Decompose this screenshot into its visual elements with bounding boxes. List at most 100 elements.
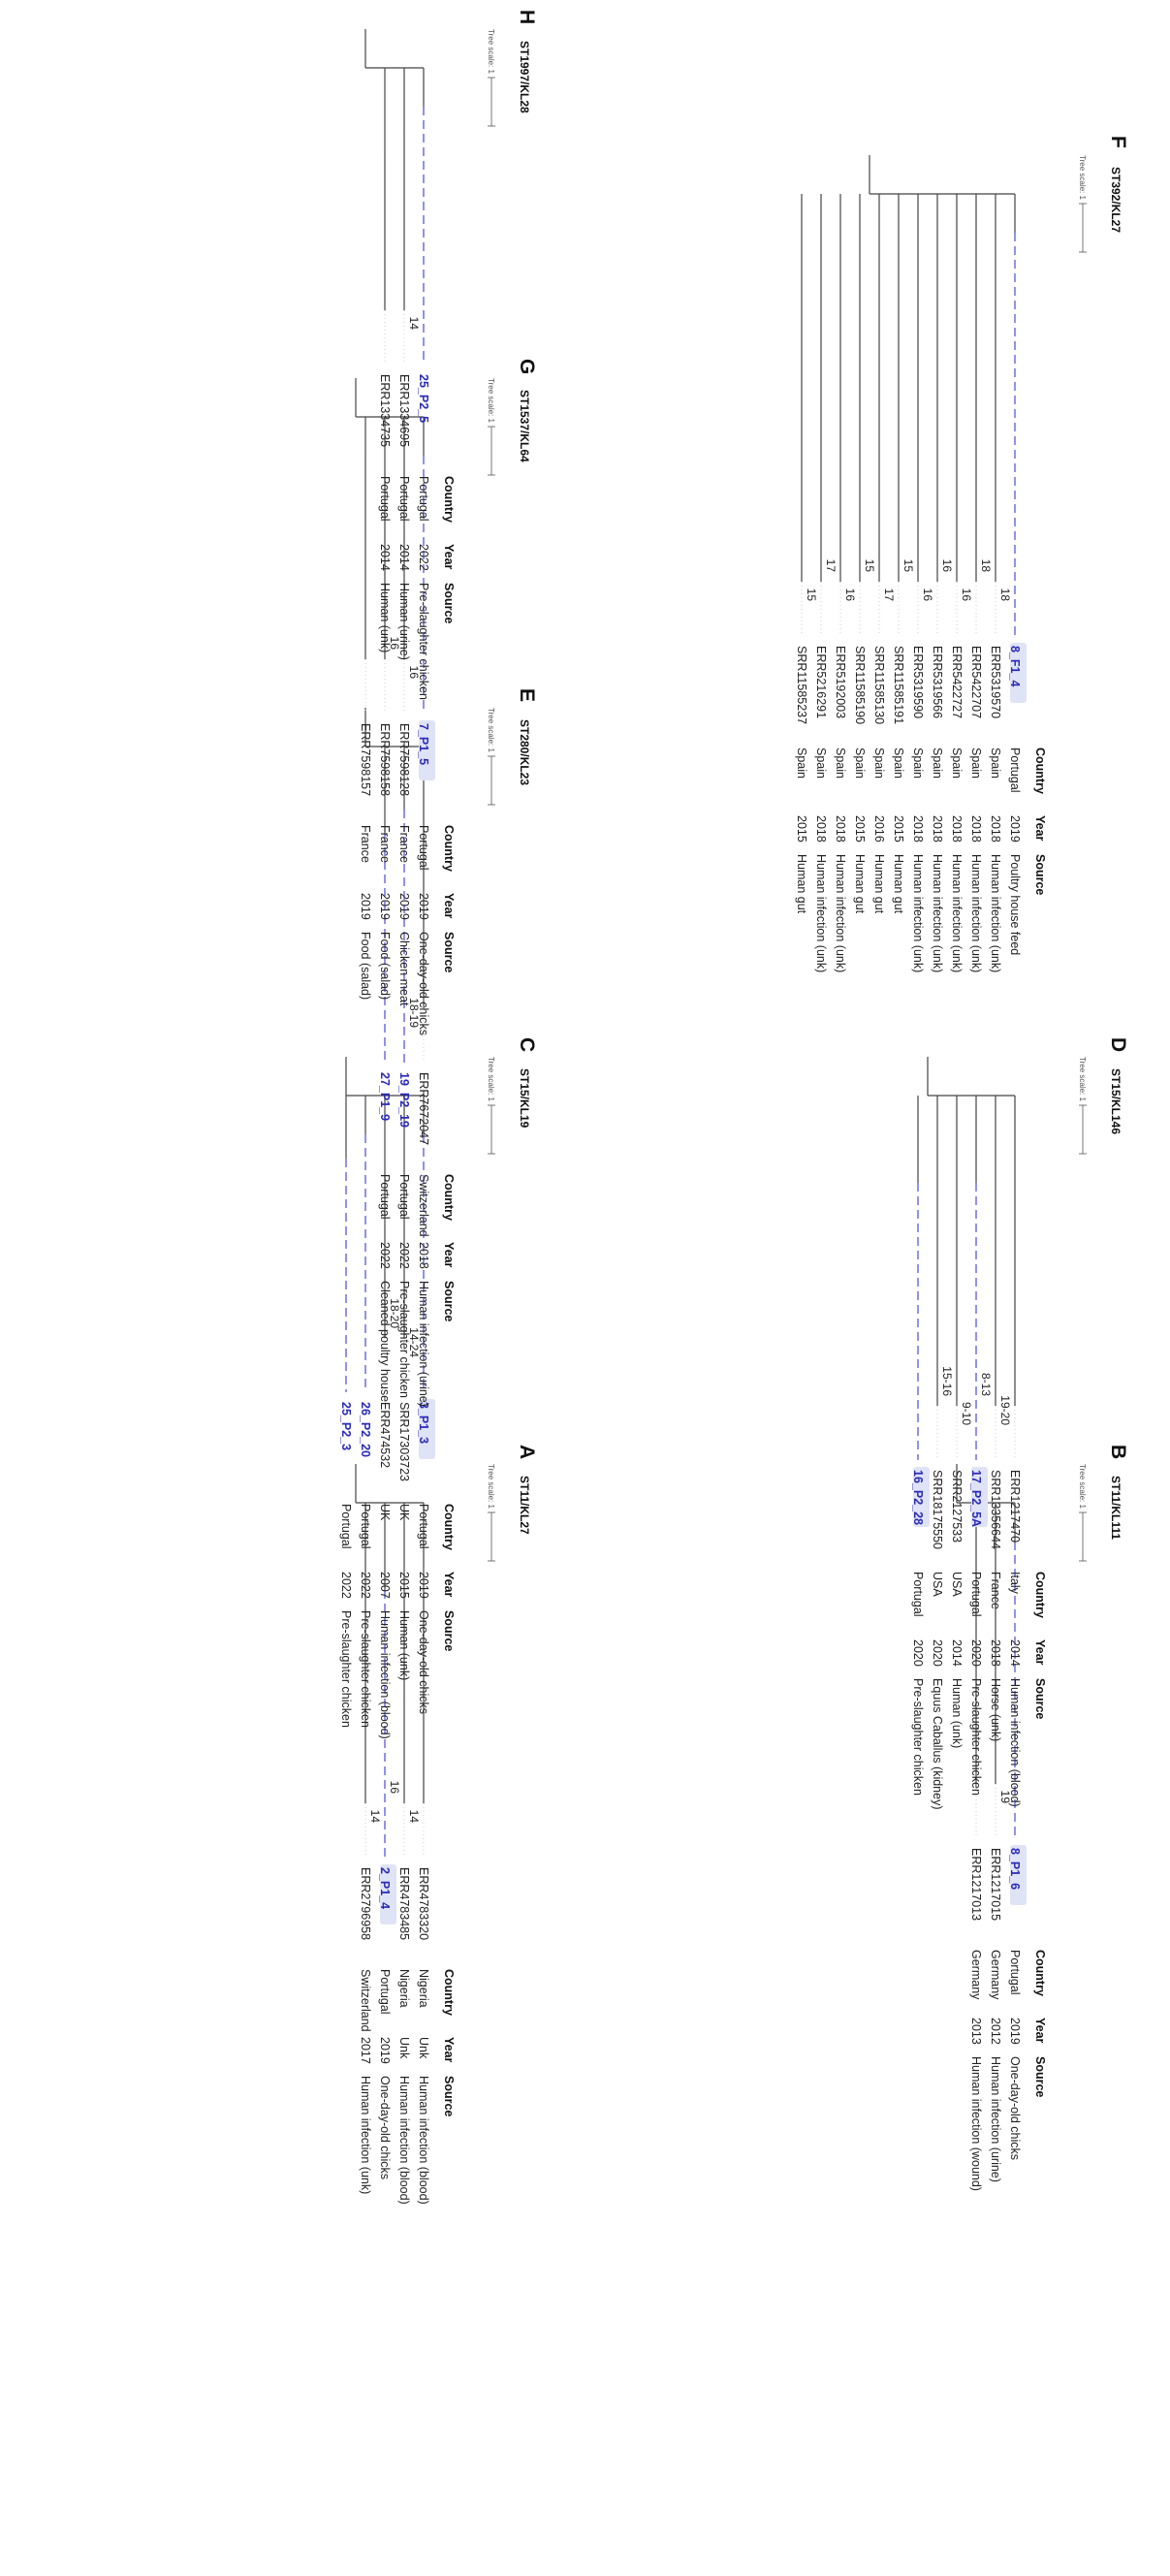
isolate-id: 8_F1_4 <box>1008 646 1022 686</box>
year-cell: 2014 <box>378 544 392 571</box>
snp-distance-label: 15 <box>863 559 876 573</box>
snp-distance-label: 14-24 <box>407 1327 421 1357</box>
panel-letter: G <box>516 359 538 374</box>
snp-distance-label: 16 <box>960 588 973 602</box>
country-cell: Spain <box>969 747 983 779</box>
country-cell: Portugal <box>378 1969 392 2015</box>
year-cell: 2018 <box>911 815 925 843</box>
country-cell: USA <box>931 1572 944 1597</box>
source-cell: Human gut <box>892 854 905 914</box>
column-header-year: Year <box>1033 815 1047 842</box>
tree-title: ST280/KL23 <box>518 719 531 785</box>
year-cell: 2015 <box>795 815 808 843</box>
source-cell: Human infection (unk) <box>911 854 925 972</box>
snp-distance-label: 14 <box>407 317 421 331</box>
column-header-country: Country <box>442 476 456 523</box>
isolate-id: ERR1334695 <box>397 374 411 447</box>
column-header-year: Year <box>442 1242 456 1268</box>
country-cell: Portugal <box>1008 1950 1022 1995</box>
source-cell: Human infection (wound) <box>969 2056 983 2191</box>
source-cell: Chicken meat <box>397 932 411 1006</box>
isolate-highlight <box>1010 1845 1027 1905</box>
snp-distance-label: 17 <box>882 588 896 602</box>
country-cell: Portugal <box>378 1174 392 1220</box>
isolate-highlight <box>971 1467 988 1527</box>
source-cell: Human infection (unk) <box>950 854 964 972</box>
source-cell: Human (unk) <box>950 1678 964 1748</box>
source-cell: Food (salad) <box>378 932 392 1000</box>
isolate-id: ERR7598128 <box>397 723 411 796</box>
panel-letter: D <box>1107 1037 1129 1052</box>
year-cell: 2014 <box>397 544 411 571</box>
column-header-country: Country <box>1033 747 1047 794</box>
country-cell: USA <box>950 1572 964 1597</box>
country-cell: Nigeria <box>417 1969 430 2008</box>
source-cell: Pre-slaughter chicken <box>397 1281 411 1398</box>
column-header-source: Source <box>1033 2056 1047 2097</box>
country-cell: France <box>359 825 372 863</box>
year-cell: 2022 <box>417 544 430 571</box>
tree-scale-label: Tree scale: 1 <box>1078 1464 1087 1509</box>
source-cell: Cleaned poultry house <box>378 1281 392 1402</box>
year-cell: 2020 <box>969 1639 983 1667</box>
year-cell: 2015 <box>397 1572 411 1599</box>
source-cell: Human gut <box>795 854 808 914</box>
tree-scale-bar: Tree scale: 1 <box>1078 155 1087 253</box>
tree-scale-label: Tree scale: 1 <box>1078 1057 1087 1101</box>
source-cell: Human infection (unk) <box>814 854 828 972</box>
country-cell: France <box>397 825 411 863</box>
source-cell: One-day-old chicks <box>417 932 430 1035</box>
source-cell: Human infection (unk) <box>931 854 944 972</box>
tree-title: ST15/KL19 <box>518 1068 531 1129</box>
column-header-country: Country <box>442 1504 456 1550</box>
tree-scale-label: Tree scale: 1 <box>487 1057 495 1101</box>
year-cell: 2018 <box>814 815 828 843</box>
year-cell: 2016 <box>872 815 886 843</box>
country-cell: Portugal <box>417 825 430 871</box>
source-cell: Human infection (unk) <box>969 854 983 972</box>
snp-distance-label: 17 <box>824 559 838 573</box>
tree-title: ST1537/KL64 <box>518 390 531 462</box>
source-cell: One-day-old chicks <box>1008 2056 1022 2160</box>
year-cell: 2017 <box>359 2037 372 2064</box>
country-cell: Spain <box>814 747 828 779</box>
country-cell: Portugal <box>1008 747 1022 793</box>
isolate-id: ERR5319570 <box>989 646 1002 718</box>
year-cell: 2014 <box>1008 1639 1022 1667</box>
isolate-id: SRR11585237 <box>795 646 808 724</box>
country-cell: UK <box>397 1504 411 1521</box>
source-cell: Pre-slaughter chicken <box>911 1678 925 1796</box>
year-cell: 2022 <box>339 1572 353 1599</box>
country-cell: Spain <box>911 747 925 779</box>
country-cell: Spain <box>834 747 847 779</box>
snp-distance-label: 18-20 <box>388 1298 401 1328</box>
year-cell: 2013 <box>969 2018 983 2045</box>
isolate-id: 2_P1_4 <box>378 1867 392 1909</box>
column-header-source: Source <box>442 1610 456 1651</box>
year-cell: 2018 <box>989 815 1002 843</box>
country-cell: Portugal <box>417 476 430 522</box>
tree-scale-label: Tree scale: 1 <box>487 708 495 752</box>
year-cell: Unk <box>417 2037 430 2059</box>
isolate-id: ERR1217470 <box>1008 1470 1022 1542</box>
column-header-source: Source <box>442 932 456 972</box>
isolate-id: ERR7672047 <box>417 1072 430 1145</box>
source-cell: Pre-slaughter chicken <box>969 1678 983 1796</box>
year-cell: 2018 <box>969 815 983 843</box>
country-cell: Switzerland <box>359 1969 372 2032</box>
tree-title: ST1997/KL28 <box>518 41 531 113</box>
column-header-country: Country <box>1033 1950 1047 1996</box>
country-cell: Portugal <box>339 1504 353 1549</box>
isolate-id: ERR474532 <box>378 1402 392 1468</box>
isolate-id: SRR11585191 <box>892 646 905 724</box>
year-cell: 2020 <box>931 1639 944 1667</box>
tree-scale-label: Tree scale: 1 <box>487 1464 495 1509</box>
snp-distance-label: 16 <box>921 588 934 602</box>
isolate-id: 8_P1_6 <box>1008 1848 1022 1890</box>
isolate-id: SRR2127533 <box>950 1470 964 1542</box>
snp-distance-label: 8-13 <box>979 1373 993 1396</box>
